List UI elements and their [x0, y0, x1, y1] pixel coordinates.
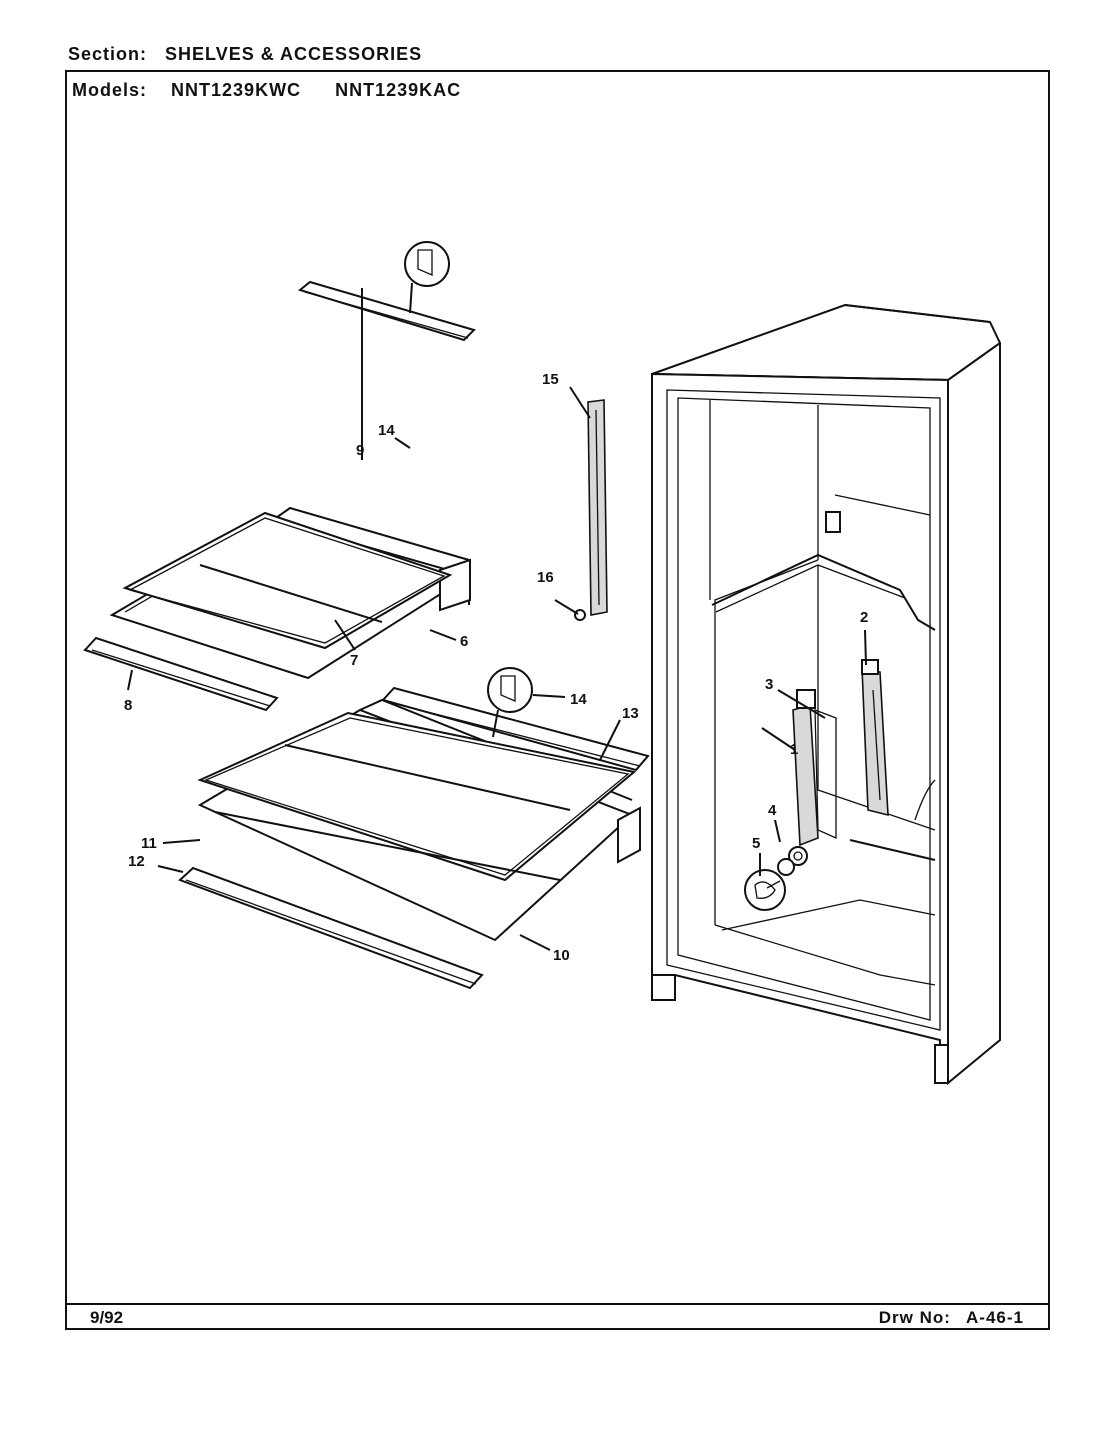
- drawing-number: Drw No: A-46-1: [879, 1308, 1024, 1328]
- callout-6: 6: [460, 633, 468, 650]
- shelf-support-right: [861, 659, 889, 817]
- callout-1: 1: [790, 741, 798, 758]
- models-line: Models: NNT1239KWC NNT1239KAC: [72, 80, 461, 101]
- section-label: Section:: [68, 44, 148, 64]
- models-label: Models:: [72, 80, 148, 100]
- callout-14-lower: 14: [570, 691, 587, 708]
- callout-13: 13: [622, 705, 639, 722]
- screw-and-washer: [777, 846, 808, 876]
- callout-15: 15: [542, 371, 559, 388]
- callout-9: 9: [356, 442, 364, 459]
- detail-magnifier-5: [744, 869, 786, 911]
- upper-shelf-trim-9: [297, 280, 476, 342]
- model-number-1: NNT1239KWC: [171, 80, 302, 100]
- lower-shelf-front-trim-12: [178, 866, 484, 990]
- drawing-number-value: A-46-1: [966, 1308, 1024, 1327]
- callout-7: 7: [350, 652, 358, 669]
- leader-lines: [127, 282, 867, 951]
- callout-5: 5: [752, 835, 760, 852]
- drawing-number-label: Drw No:: [878, 1308, 951, 1327]
- upper-shelf-front-trim-8: [83, 636, 279, 712]
- revision-date: 9/92: [90, 1308, 124, 1327]
- callout-11: 11: [141, 835, 157, 852]
- drawing-frame: [65, 70, 1050, 1330]
- shelf-ladder-15: [587, 399, 608, 616]
- callout-4: 4: [768, 802, 777, 819]
- callout-16: 16: [537, 569, 554, 586]
- refrigerator-cabinet: [651, 303, 1001, 1086]
- callout-10: 10: [553, 947, 570, 964]
- callout-3: 3: [765, 676, 773, 693]
- detail-magnifier-14-upper: [404, 241, 450, 287]
- lower-shelf-glass-11: [197, 711, 637, 882]
- callout-14-upper: 14: [378, 422, 395, 439]
- screw-16: [574, 609, 586, 621]
- lower-shelf-trim-13: [381, 686, 650, 772]
- callout-labels: 1 2 3 4 5 6 7 8 9 10 11 12 13 14 14 15 1…: [124, 371, 868, 964]
- upper-shelf-glass-7: [122, 511, 453, 650]
- callout-2: 2: [860, 609, 868, 626]
- detail-magnifier-14-lower: [487, 667, 533, 713]
- footer-divider: [65, 1303, 1050, 1305]
- callout-12: 12: [128, 853, 145, 870]
- model-number-2: NNT1239KAC: [335, 80, 462, 100]
- section-value: SHELVES & ACCESSORIES: [165, 44, 423, 64]
- callout-8: 8: [124, 697, 132, 714]
- section-title: Section: SHELVES & ACCESSORIES: [68, 44, 422, 65]
